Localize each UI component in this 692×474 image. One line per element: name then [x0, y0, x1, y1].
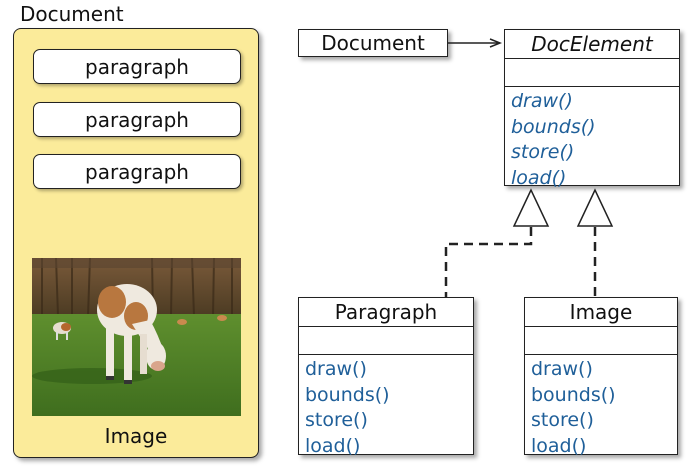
document-class-name: Document — [321, 31, 425, 55]
docelement-methods: draw() bounds() store() load() — [505, 87, 679, 191]
method-draw: draw() — [305, 358, 367, 380]
paragraph-attributes — [299, 327, 473, 355]
inheritance-triangle-image — [576, 188, 614, 227]
image-attributes — [525, 327, 677, 355]
docelement-class-name: DocElement — [505, 30, 679, 59]
paragraph-box: paragraph — [33, 102, 241, 137]
image-caption: Image — [104, 424, 168, 448]
method-store: store() — [305, 409, 368, 431]
docelement-class-box: DocElement draw() bounds() store() load(… — [504, 29, 680, 189]
method-draw: draw() — [531, 358, 593, 380]
method-draw: draw() — [511, 90, 573, 112]
association-arrowhead — [489, 38, 503, 48]
docelement-attributes — [505, 59, 679, 87]
paragraph-class-name: Paragraph — [299, 298, 473, 327]
method-bounds: bounds() — [531, 383, 616, 406]
method-load: load() — [305, 434, 361, 457]
inheritance-triangle-paragraph — [512, 188, 550, 227]
image-class-box: Image draw() bounds() store() load() — [524, 297, 678, 457]
document-panel-title: Document — [20, 2, 124, 26]
method-load: load() — [531, 434, 587, 457]
method-load: load() — [511, 166, 567, 189]
image-class-name: Image — [525, 298, 677, 327]
method-store: store() — [531, 409, 594, 431]
paragraph-class-box: Paragraph draw() bounds() store() load() — [298, 297, 474, 457]
method-store: store() — [511, 141, 575, 163]
paragraph-box: paragraph — [33, 154, 241, 189]
cow-photo-illustration — [32, 258, 241, 416]
method-bounds: bounds() — [305, 383, 390, 406]
method-bounds: bounds() — [511, 115, 596, 138]
paragraph-methods: draw() bounds() store() load() — [299, 355, 473, 459]
cow-photo — [32, 258, 241, 416]
paragraph-box: paragraph — [33, 49, 241, 84]
image-methods: draw() bounds() store() load() — [525, 355, 677, 459]
document-class-box: Document — [298, 29, 448, 57]
generalization-line-paragraph — [444, 227, 533, 297]
